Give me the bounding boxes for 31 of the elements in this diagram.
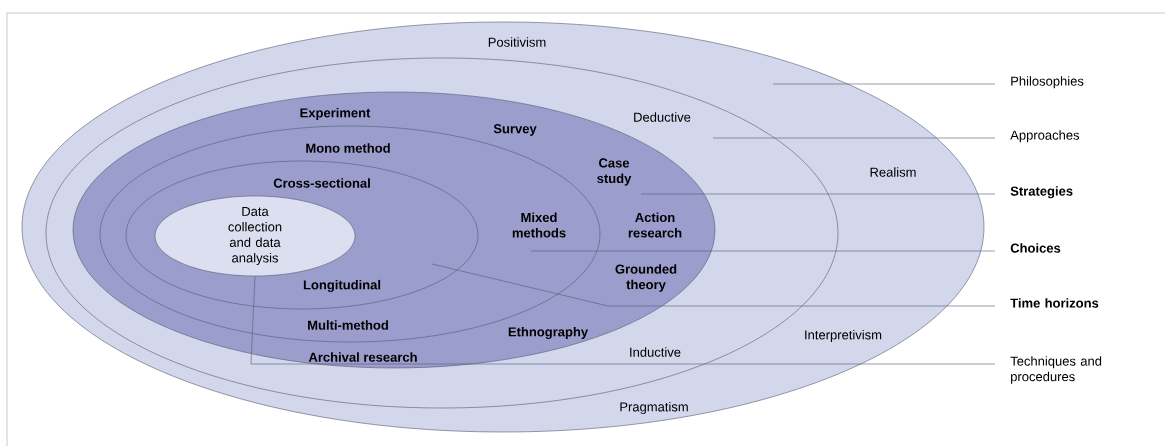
layer-label: Cross-sectional: [273, 178, 370, 188]
leader-line: [772, 83, 996, 85]
layer-label: Action research: [628, 212, 682, 238]
layer-label: Realism: [870, 167, 916, 177]
layer-label: Survey: [493, 124, 537, 136]
layer-label: Data collection and data analysis: [228, 206, 282, 266]
layer-name: Approaches: [1010, 130, 1080, 143]
leader-line: [530, 250, 996, 252]
layer-label: Case study: [597, 158, 632, 186]
layer-label: Mono method: [306, 143, 390, 153]
layer-label: Longitudinal: [303, 279, 381, 293]
layer-name: Choices: [1010, 243, 1061, 253]
layer-name: Strategies: [1010, 186, 1073, 199]
layer-name: Time horizons: [1010, 298, 1099, 308]
layer-label: Mixed methods: [512, 212, 566, 238]
layer-label: Inductive: [630, 347, 681, 357]
layer-label: Pragmatism: [620, 401, 688, 415]
leader-line: [640, 193, 996, 195]
layer-label: Positivism: [488, 37, 546, 47]
layer-name: Philosophies: [1011, 76, 1084, 89]
layer-label: Archival research: [308, 352, 417, 362]
layer-name: Techniques and procedures: [1010, 356, 1102, 384]
layer-label: Grounded theory: [615, 264, 677, 292]
layer-label: Multi-method: [308, 320, 388, 330]
leader-line: [250, 276, 996, 365]
layer-label: Ethnography: [508, 326, 589, 340]
leader-line: [431, 263, 996, 307]
layer-label: Interpretivism: [805, 329, 882, 343]
layer-label: Experiment: [300, 107, 371, 121]
layer-label: Deductive: [634, 112, 691, 122]
leader-line: [712, 137, 996, 139]
